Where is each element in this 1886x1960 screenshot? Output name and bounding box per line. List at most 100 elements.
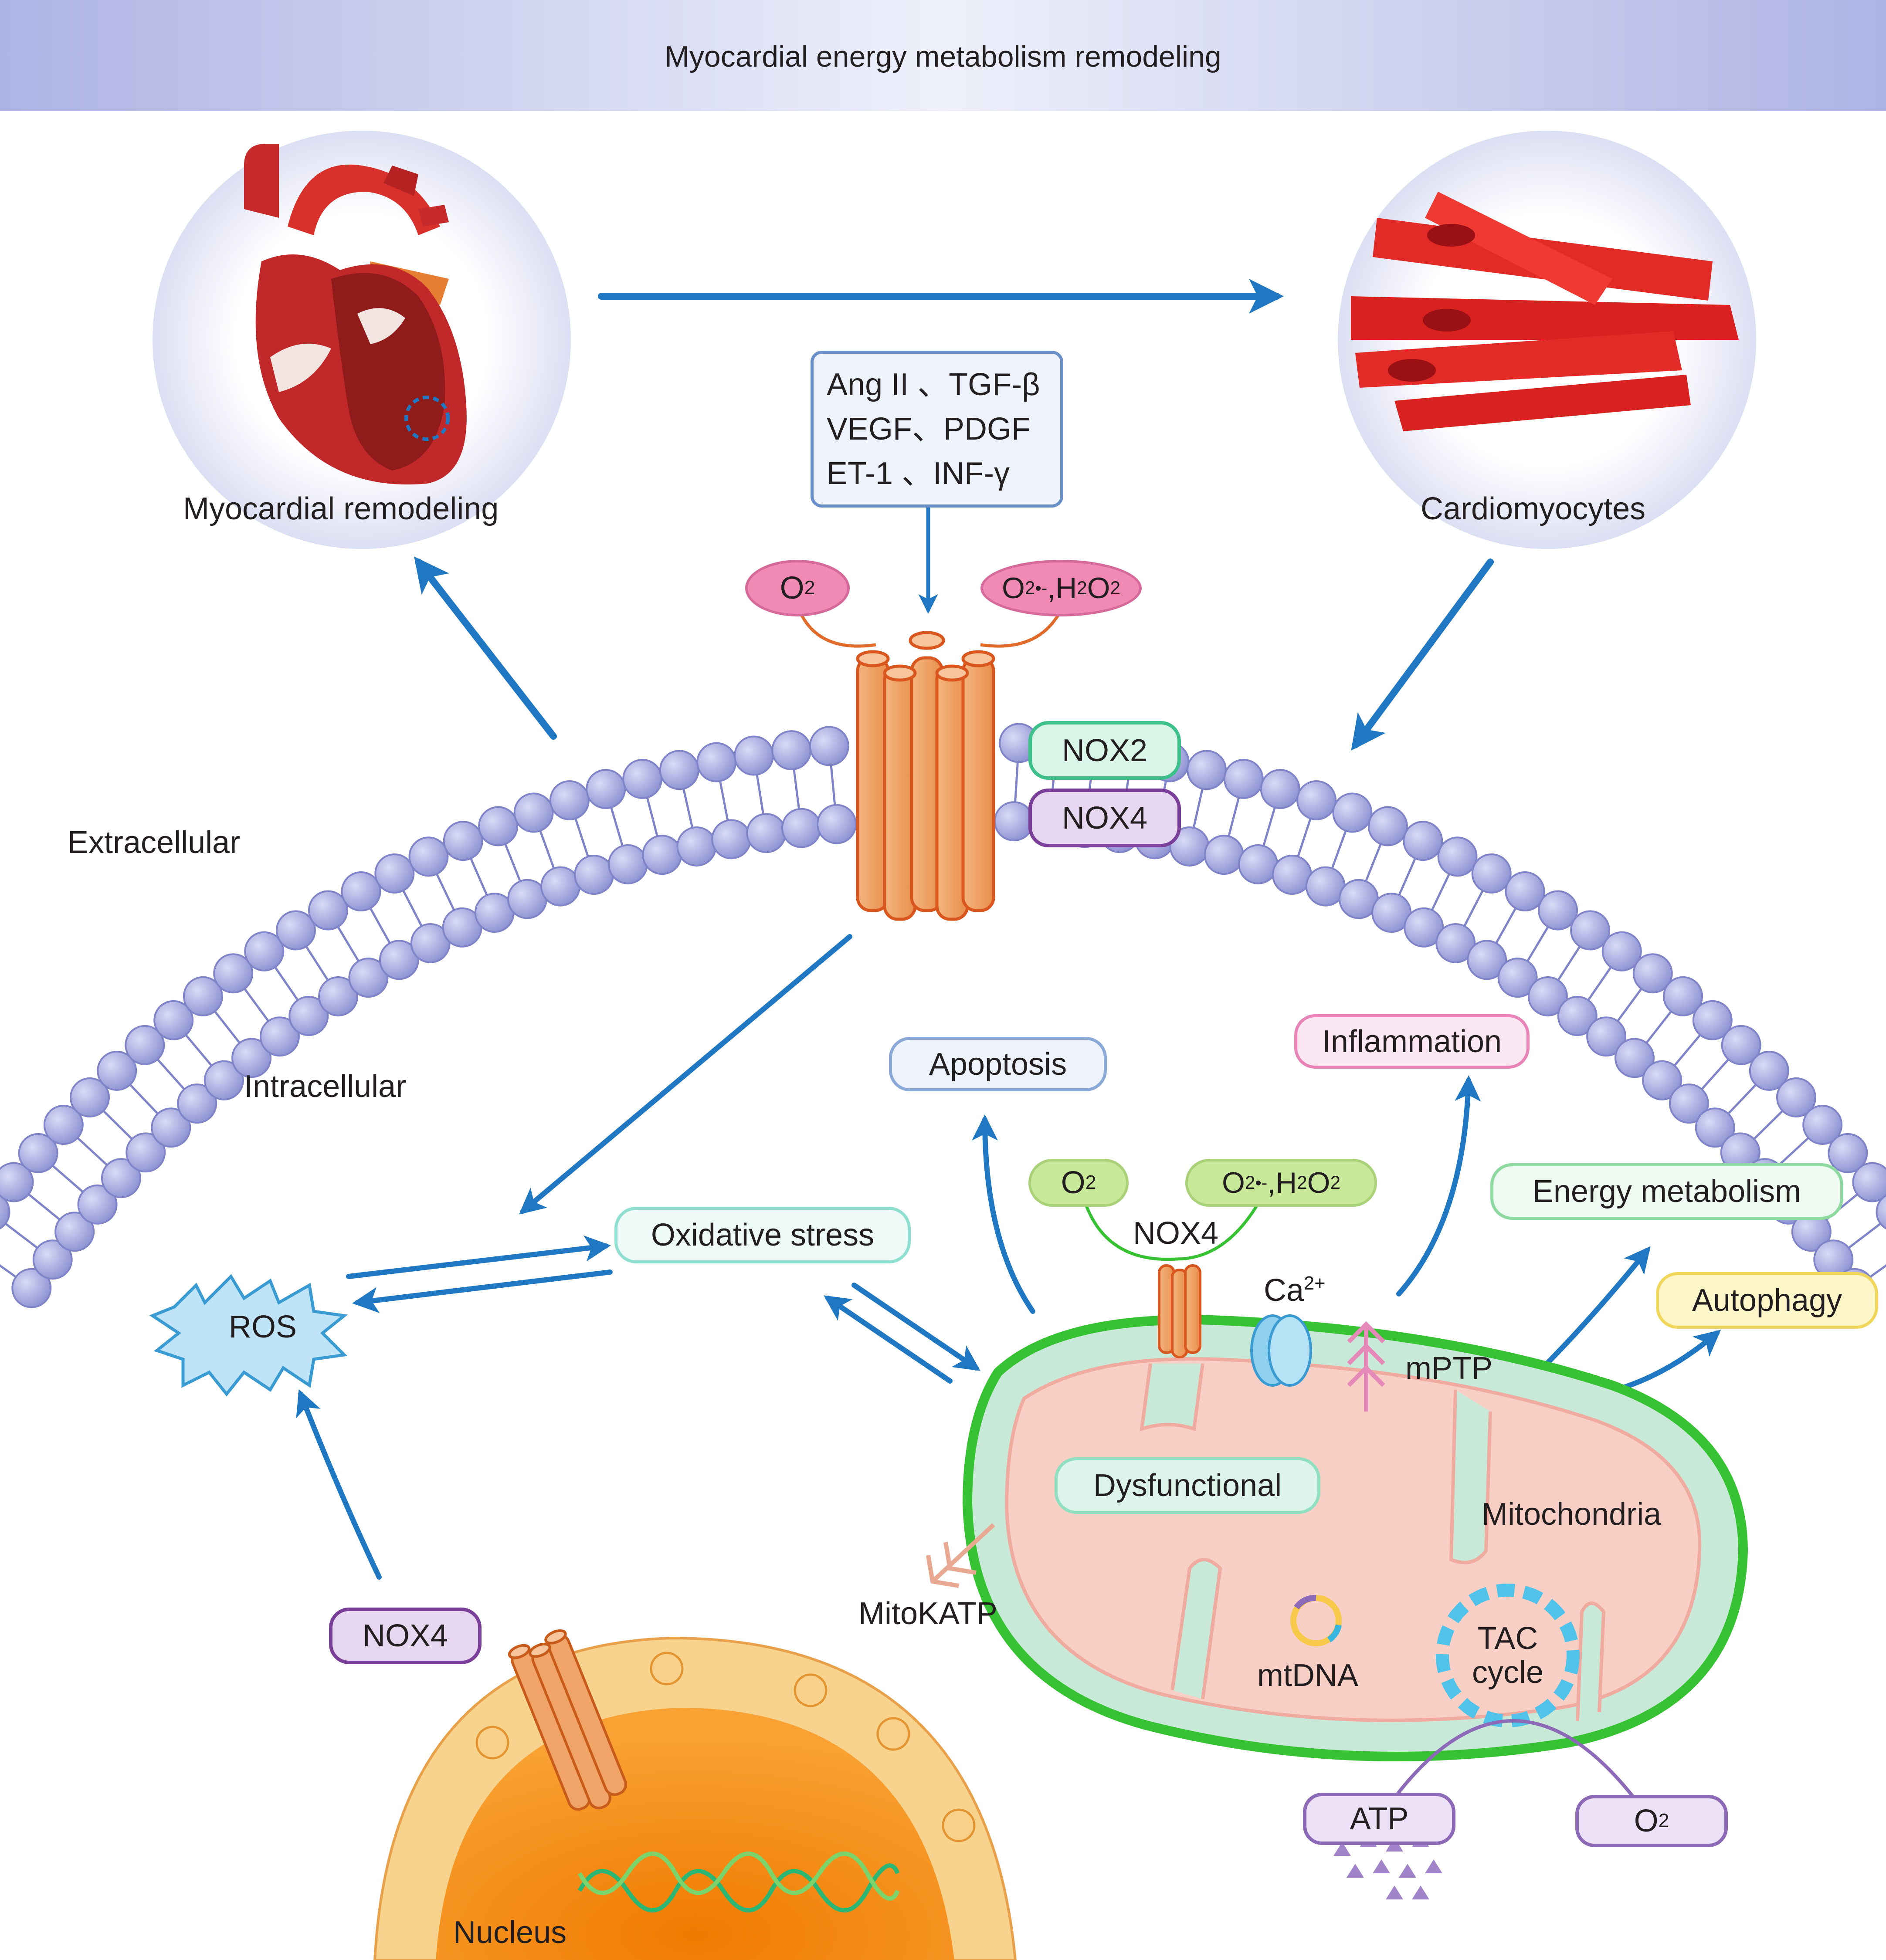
lipid-head xyxy=(1692,1000,1733,1040)
intracellular-label: Intracellular xyxy=(244,1069,407,1104)
ros-label: ROS xyxy=(229,1310,297,1344)
mtdna-label: mtDNA xyxy=(1257,1658,1358,1693)
lipid-head xyxy=(408,836,449,877)
nox4-nuclear-badge: NOX4 xyxy=(329,1608,482,1664)
lipid-head xyxy=(231,1038,272,1078)
mito-o2-text: O xyxy=(1061,1165,1085,1200)
lipid-head xyxy=(1828,1133,1868,1173)
lipid-head xyxy=(817,804,857,844)
mito-ros-h: ,H xyxy=(1267,1166,1297,1199)
o2-bottom-text: O xyxy=(1634,1804,1659,1838)
lipid-head xyxy=(642,835,682,875)
energy-metabolism-badge: Energy metabolism xyxy=(1490,1163,1843,1220)
cardiomyocytes-label: Cardiomyocytes xyxy=(1421,491,1646,526)
arrow-mptp-to-inflammation xyxy=(1396,1075,1481,1297)
stimuli-box: Ang II 、TGF-β VEGF、PDGF ET-1 、INF-γ xyxy=(811,351,1063,508)
lipid-head xyxy=(318,976,359,1016)
lipid-head xyxy=(0,1194,10,1230)
lipid-head xyxy=(213,953,254,994)
membrane-ros-o2: O xyxy=(1087,572,1110,605)
lipid-head xyxy=(1538,890,1578,931)
arrow-ros-to-oxstress xyxy=(346,1235,611,1279)
lipid-head xyxy=(1204,835,1244,875)
calcium-text: Ca xyxy=(1264,1273,1304,1308)
lipid-head xyxy=(1471,853,1512,894)
apoptosis-badge: Apoptosis xyxy=(889,1037,1107,1091)
lipid-head xyxy=(18,1133,58,1173)
lipid-head xyxy=(1876,1194,1886,1230)
mitokatp-label: MitoKATP xyxy=(858,1596,997,1631)
nucleus-label: Nucleus xyxy=(453,1915,567,1950)
lipid-head xyxy=(586,769,626,809)
lipid-head xyxy=(1642,1060,1682,1100)
lipid-head xyxy=(275,910,316,951)
mitochondria-label: Mitochondria xyxy=(1482,1497,1662,1532)
inflammation-badge: Inflammation xyxy=(1294,1014,1530,1069)
lipid-head xyxy=(1776,1077,1816,1117)
lipid-head xyxy=(1367,806,1408,846)
lipid-head xyxy=(1632,953,1673,994)
lipid-head xyxy=(101,1158,141,1198)
lipid-head xyxy=(734,735,774,776)
oxidative-stress-badge: Oxidative stress xyxy=(614,1207,911,1263)
tac-line-2: cycle xyxy=(1472,1655,1544,1690)
lipid-head xyxy=(97,1050,137,1091)
lipid-head xyxy=(348,958,389,998)
lipid-head xyxy=(341,871,381,912)
lipid-head xyxy=(1695,1107,1735,1148)
lipid-head xyxy=(676,826,717,867)
lipid-head xyxy=(308,890,348,931)
lipid-head xyxy=(443,821,483,861)
title-banner xyxy=(0,0,1886,111)
calcium-charge: 2+ xyxy=(1304,1273,1326,1294)
lipid-head xyxy=(1332,792,1373,833)
cell-membrane xyxy=(0,723,1886,1308)
lipid-head xyxy=(478,806,519,846)
stimuli-line-1: Ang II 、TGF-β xyxy=(827,367,1040,402)
lipid-head xyxy=(374,853,415,894)
arrow-membrane-to-heart xyxy=(414,556,557,740)
lipid-head xyxy=(11,1268,52,1308)
arrow-nox4-to-ros xyxy=(296,1389,382,1580)
arrow-mito-to-energy xyxy=(1536,1246,1651,1375)
membrane-ros-o-sub: 2 xyxy=(1024,577,1035,598)
arrows xyxy=(296,279,1721,1580)
stimuli-line-3: ET-1 、INF-γ xyxy=(827,456,1010,491)
lipid-head xyxy=(1749,1050,1789,1091)
lipid-head xyxy=(711,819,752,860)
nucleus xyxy=(373,1629,1017,1960)
lipid-head xyxy=(622,758,663,799)
membrane-ros-o: O xyxy=(1001,572,1025,605)
lipid-head xyxy=(696,742,737,782)
lipid-head xyxy=(1437,836,1478,877)
arrow-cells-to-membrane xyxy=(1351,559,1494,751)
mito-nox4-label: NOX4 xyxy=(1133,1216,1219,1251)
stimuli-line-2: VEGF、PDGF xyxy=(827,412,1031,447)
lipid-head xyxy=(1238,844,1279,884)
lipid-head xyxy=(126,1132,166,1173)
lipid-head xyxy=(1467,940,1507,980)
membrane-ros-radical: •- xyxy=(1035,578,1048,598)
arrow-oxstress-to-ros xyxy=(352,1269,613,1313)
arrow-mito-to-apoptosis xyxy=(972,1114,1035,1314)
membrane-ros-h: ,H xyxy=(1047,572,1077,605)
lipid-head xyxy=(1260,769,1300,809)
lipid-head xyxy=(659,750,699,790)
lipid-head xyxy=(1614,1038,1655,1078)
nox2-badge: NOX2 xyxy=(1028,721,1181,780)
lipid-head xyxy=(259,1016,300,1057)
lipid-head xyxy=(1802,1104,1843,1145)
tac-cycle-label: TAC cycle xyxy=(1451,1621,1564,1690)
lipid-head xyxy=(204,1060,244,1100)
lipid-head xyxy=(809,726,849,766)
lipid-head xyxy=(1852,1162,1886,1202)
lipid-head xyxy=(70,1077,110,1117)
lipid-head xyxy=(125,1025,165,1065)
arrow-channel-to-ros xyxy=(519,934,852,1215)
mito-ros-radical: •- xyxy=(1255,1172,1268,1193)
lipid-head xyxy=(1601,931,1642,972)
